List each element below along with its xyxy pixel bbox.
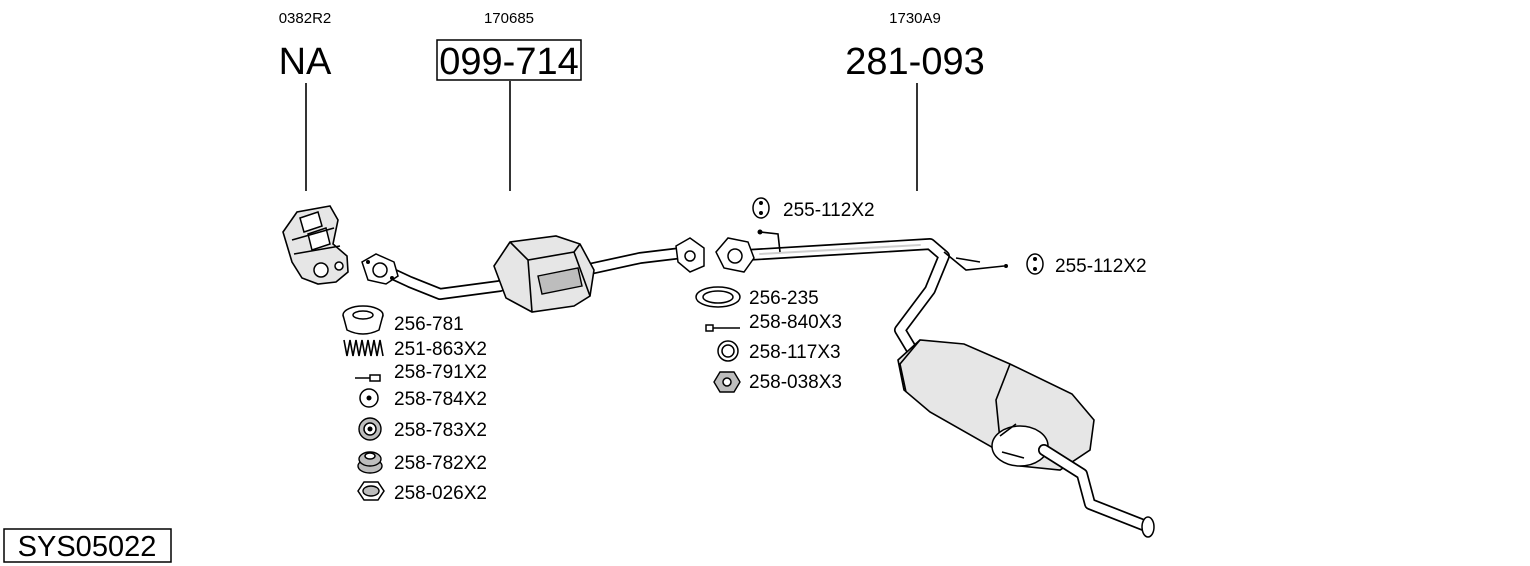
ring-gasket-icon (695, 286, 741, 308)
spring-icon (343, 339, 384, 357)
rubber-hanger-icon-2 (1026, 253, 1044, 275)
system-id-box (3, 528, 172, 563)
bolt-icon-2 (705, 324, 740, 332)
hex-nut-icon (357, 481, 385, 501)
part-label-256-235[interactable]: 256-235 (749, 288, 819, 309)
assembly-part-3: 281-093 (845, 41, 984, 83)
assembly-part-box (436, 39, 582, 81)
part-label-258-791X2[interactable]: 258-791X2 (394, 362, 487, 383)
part-label-258-783X2[interactable]: 258-783X2 (394, 420, 487, 441)
system-id: SYS05022 (18, 531, 157, 563)
part-label-258-026X2[interactable]: 258-026X2 (394, 483, 487, 504)
bolt-icon (355, 374, 381, 382)
assembly-part-1: NA (279, 41, 332, 83)
rear-pipe-with-silencer (715, 229, 1155, 538)
spacer-icon (357, 451, 383, 474)
part-label-251-863X2[interactable]: 251-863X2 (394, 339, 487, 360)
part-label-258-782X2[interactable]: 258-782X2 (394, 453, 487, 474)
thick-washer-icon (358, 417, 382, 441)
part-label-258-784X2[interactable]: 258-784X2 (394, 389, 487, 410)
part-label-258-038X3[interactable]: 258-038X3 (749, 372, 842, 393)
front-pipe-with-catalytic-converter (361, 235, 705, 313)
rubber-hanger-icon (752, 197, 770, 219)
washer-icon (359, 388, 379, 408)
assembly-ref-2: 170685 (484, 10, 534, 27)
part-label-256-781[interactable]: 256-781 (394, 314, 464, 335)
exhaust-manifold (282, 205, 349, 285)
part-label-258-117X3[interactable]: 258-117X3 (749, 342, 841, 363)
assembly-ref-1: 0382R2 (279, 10, 332, 27)
flange-nut-icon (713, 371, 741, 393)
cone-gasket-icon (342, 305, 384, 335)
part-label-255-112X2-upper[interactable]: 255-112X2 (783, 200, 875, 221)
assembly-part-2: 099-714 (439, 41, 578, 83)
part-label-258-840X3[interactable]: 258-840X3 (749, 312, 842, 333)
assembly-ref-3: 1730A9 (889, 10, 941, 27)
part-label-255-112X2-right[interactable]: 255-112X2 (1055, 256, 1147, 277)
ring-icon (717, 340, 739, 362)
